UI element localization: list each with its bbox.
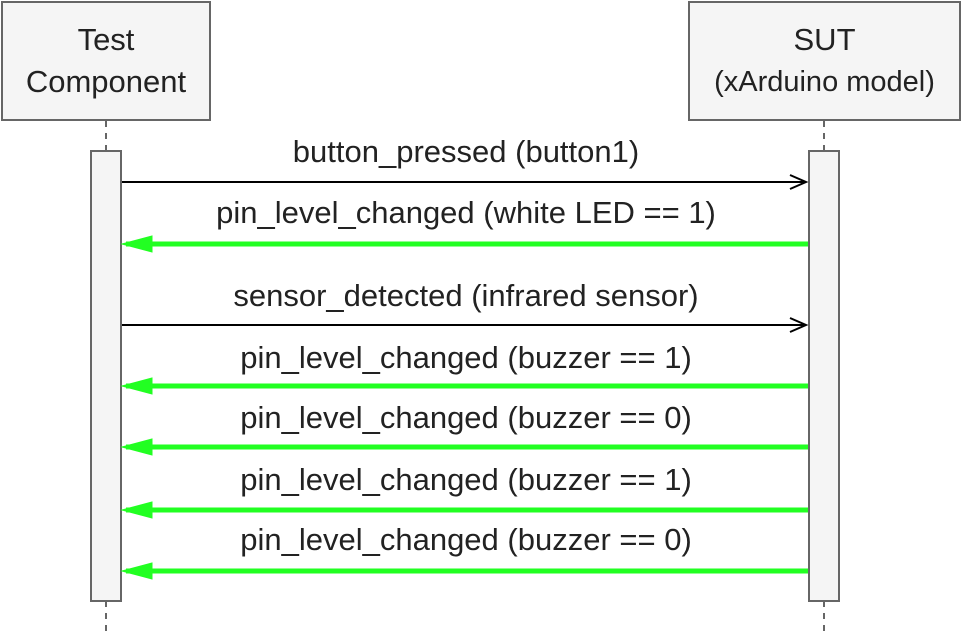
participant-title: Test xyxy=(77,22,135,57)
participant-subtitle: Component xyxy=(25,64,187,99)
message-label: button_pressed (button1) xyxy=(292,134,640,169)
activation-bar-sut xyxy=(808,150,840,602)
activation-bar-test xyxy=(90,150,122,602)
message-label: pin_level_changed (buzzer == 1) xyxy=(240,340,692,375)
arrowhead-icon xyxy=(789,317,809,333)
participant-subtitle: (xArduino model) xyxy=(714,66,935,98)
arrowhead-icon xyxy=(120,501,153,519)
message-label: pin_level_changed (buzzer == 1) xyxy=(240,462,692,497)
message-label: pin_level_changed (buzzer == 0) xyxy=(240,522,692,557)
arrowhead-icon xyxy=(789,174,809,190)
participant-test-component: Test Component xyxy=(1,1,211,121)
message-label: pin_level_changed (buzzer == 0) xyxy=(240,400,692,435)
arrowhead-icon xyxy=(120,438,153,456)
arrowhead-icon xyxy=(120,235,153,253)
participant-title: SUT xyxy=(793,22,856,57)
arrowhead-icon xyxy=(120,377,153,395)
message-label: sensor_detected (infrared sensor) xyxy=(233,278,699,313)
arrowhead-icon xyxy=(120,562,153,580)
participant-sut: SUT (xArduino model) xyxy=(688,1,961,121)
message-label: pin_level_changed (white LED == 1) xyxy=(216,195,716,230)
